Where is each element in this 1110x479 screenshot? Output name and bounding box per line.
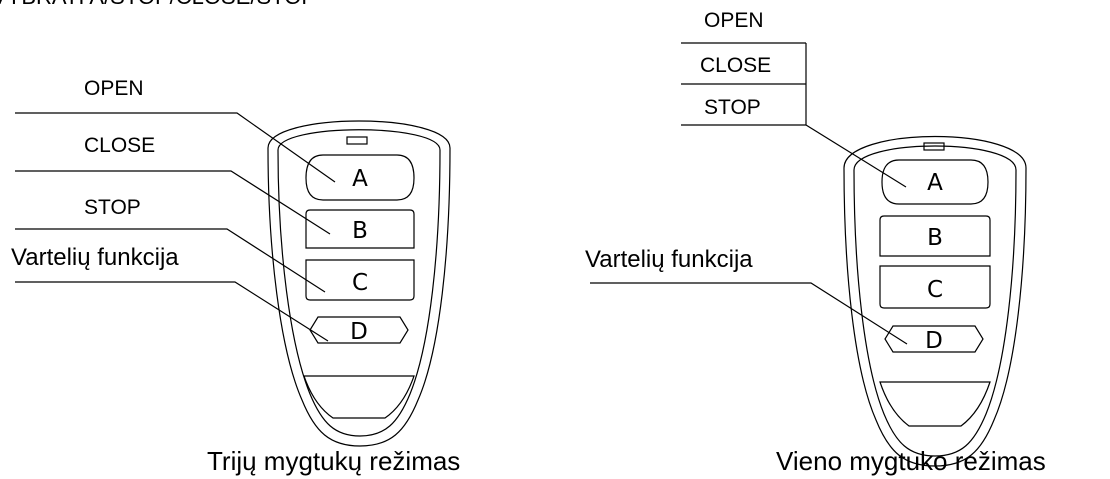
left-button-a: A	[305, 154, 415, 201]
right-callout-close: CLOSE	[700, 54, 771, 77]
left-button-b: B	[305, 209, 415, 249]
left-callout-stop: STOP	[84, 196, 141, 219]
left-remote-body-inner	[277, 129, 441, 437]
right-button-b-label: B	[927, 225, 943, 251]
right-caption: Vieno mygtuko režimas	[776, 446, 1046, 476]
right-bottom-slot	[879, 381, 991, 427]
left-button-d-label: D	[350, 319, 368, 345]
left-led-indicator	[346, 136, 368, 145]
right-callouts: OPEN CLOSE STOP Vartelių funkcija	[585, 9, 908, 345]
right-callout-gate: Vartelių funkcija	[585, 246, 753, 273]
left-button-d: D	[309, 316, 409, 345]
left-button-c: C	[305, 259, 415, 301]
right-remote-body	[843, 136, 1027, 467]
right-button-b: B	[879, 215, 991, 257]
right-button-c: C	[879, 265, 991, 309]
left-callout-gate: Vartelių funkcija	[11, 244, 179, 271]
left-button-c-label: C	[352, 270, 368, 296]
right-button-d: D	[884, 325, 984, 354]
right-led-indicator	[923, 142, 945, 151]
left-caption: Trijų mygtukų režimas	[207, 446, 460, 476]
right-button-a-label: A	[927, 170, 943, 196]
left-callout-close: CLOSE	[84, 134, 155, 157]
right-callout-stop: STOP	[704, 96, 761, 119]
left-button-a-label: A	[352, 166, 368, 192]
left-bottom-slot	[303, 375, 415, 419]
right-remote: A B C D	[843, 136, 1027, 467]
header-cut-text: VYBRATI A/STOP/CLOSE/STOP	[0, 0, 316, 9]
left-callout-open: OPEN	[84, 77, 144, 100]
right-remote-body-inner	[853, 145, 1017, 457]
right-button-c-label: C	[927, 277, 943, 303]
left-callouts: OPEN CLOSE STOP Vartelių funkcija	[11, 77, 336, 342]
right-callout-open: OPEN	[704, 9, 764, 32]
left-button-b-label: B	[352, 218, 368, 244]
left-remote-body	[267, 120, 451, 447]
left-remote: A B C D	[267, 120, 451, 447]
right-button-d-label: D	[925, 328, 943, 354]
